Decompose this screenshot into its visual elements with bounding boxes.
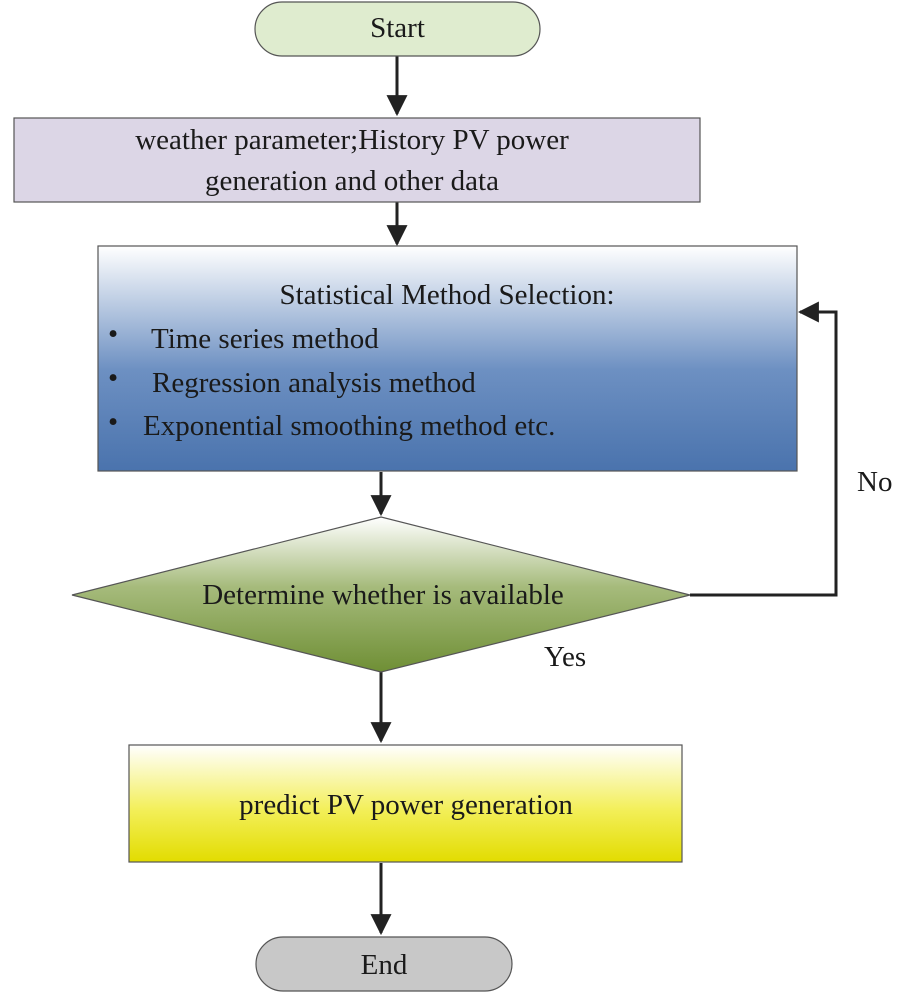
- predict-label: predict PV power generation: [239, 789, 573, 821]
- method-selection-node: Statistical Method Selection: • Time ser…: [97, 245, 798, 472]
- bullet-marker: •: [108, 406, 118, 438]
- input-data-line-2: generation and other data: [205, 165, 499, 197]
- method-bullet-regression: Regression analysis method: [152, 367, 476, 399]
- end-node: End: [255, 936, 513, 992]
- start-node: Start: [254, 1, 541, 57]
- arrow-no-loop: [690, 301, 838, 597]
- input-data-shape: [13, 117, 701, 203]
- edge-label-no: No: [857, 466, 892, 498]
- decision-node: Determine whether is available: [71, 516, 691, 673]
- predict-shape: [128, 744, 683, 863]
- bullet-marker: •: [108, 318, 118, 350]
- predict-node: predict PV power generation: [128, 744, 683, 863]
- method-bullet-exponential: Exponential smoothing method etc.: [143, 410, 555, 442]
- end-label: End: [361, 949, 408, 981]
- method-selection-shape: [97, 245, 798, 472]
- connectors: [370, 56, 838, 936]
- end-shape: [255, 936, 513, 992]
- start-label: Start: [370, 12, 425, 44]
- input-data-line-1: weather parameter;History PV power: [135, 124, 569, 156]
- method-selection-title: Statistical Method Selection:: [279, 279, 614, 311]
- input-data-node: weather parameter;History PV power gener…: [13, 117, 701, 203]
- decision-label: Determine whether is available: [202, 579, 564, 611]
- edge-label-yes: Yes: [544, 641, 586, 673]
- start-shape: [254, 1, 541, 57]
- method-bullet-time-series: Time series method: [151, 323, 379, 355]
- decision-shape: [71, 516, 691, 673]
- bullet-marker: •: [108, 362, 118, 394]
